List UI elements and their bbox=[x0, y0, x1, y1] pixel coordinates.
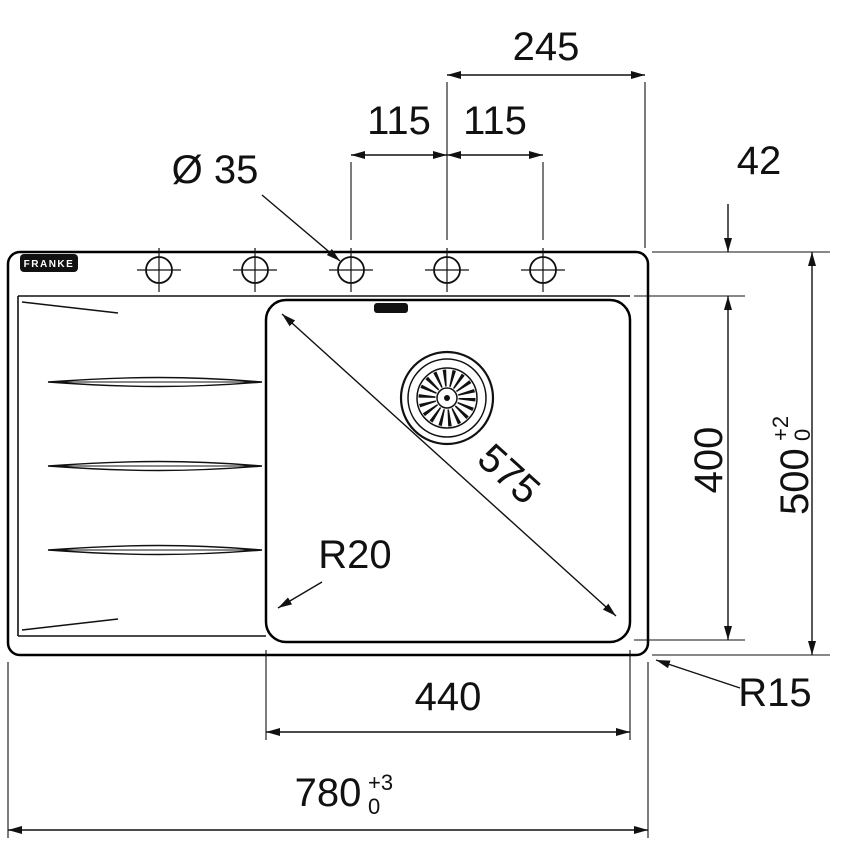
tap-hole bbox=[521, 248, 565, 292]
dim-outer-corner-radius: R15 bbox=[655, 659, 812, 715]
tap-hole bbox=[233, 248, 277, 292]
dim-label-780: 780 bbox=[295, 771, 362, 815]
leader-line bbox=[277, 581, 323, 609]
dim-label-245: 245 bbox=[513, 25, 580, 69]
tap-hole-crosshair bbox=[233, 248, 277, 292]
dim-label-440: 440 bbox=[415, 675, 482, 719]
dim-label-115-right: 115 bbox=[463, 99, 527, 143]
dim-label-575: 575 bbox=[469, 436, 548, 513]
dim-overall-width: 780 +3 0 bbox=[7, 662, 649, 838]
dim-hole-pitch: 115 115 bbox=[350, 99, 544, 240]
overflow-slot bbox=[374, 303, 408, 313]
tap-hole bbox=[137, 248, 181, 292]
franke-logo: FRANKE bbox=[20, 254, 78, 272]
dim-overall-depth: 500 +2 0 bbox=[652, 252, 830, 656]
dim-label-500-tol-lower: 0 bbox=[790, 429, 815, 441]
dim-tap-span: 245 bbox=[446, 25, 646, 248]
dim-bowl-width: 440 bbox=[265, 650, 631, 740]
tap-hole bbox=[329, 248, 373, 292]
dim-label-r20: R20 bbox=[318, 533, 391, 577]
sink-body: FRANKE bbox=[6, 248, 650, 657]
dim-label-42: 42 bbox=[737, 139, 782, 183]
tap-hole-crosshair bbox=[425, 248, 469, 292]
tap-hole-crosshair bbox=[521, 248, 565, 292]
dim-bowl-corner-radius: R20 bbox=[277, 533, 392, 609]
sink-outline bbox=[6, 250, 650, 657]
leader-line bbox=[655, 659, 741, 689]
basin-outline bbox=[264, 298, 632, 644]
franke-logo-bg bbox=[20, 254, 78, 272]
dim-label-400: 400 bbox=[687, 427, 731, 494]
tap-holes bbox=[137, 248, 565, 292]
dim-label-diameter-35: Ø 35 bbox=[172, 148, 259, 192]
dim-label-780-tol-upper: +3 bbox=[368, 770, 393, 795]
dim-rear-ledge: 42 bbox=[634, 139, 830, 297]
dim-label-r15: R15 bbox=[738, 671, 811, 715]
drain-hub-center bbox=[444, 395, 450, 401]
dim-label-500: 500 bbox=[773, 448, 817, 515]
dim-label-780-tol-lower: 0 bbox=[368, 794, 380, 819]
tap-hole-crosshair bbox=[137, 248, 181, 292]
tap-hole-crosshair bbox=[329, 248, 373, 292]
franke-logo-text: FRANKE bbox=[24, 259, 75, 270]
drain-strainer bbox=[399, 350, 495, 446]
dim-bowl-front-to-back: 400 bbox=[634, 296, 745, 641]
tap-hole bbox=[425, 248, 469, 292]
dimension-line bbox=[281, 313, 617, 617]
dim-hole-diameter: Ø 35 bbox=[172, 148, 341, 262]
dim-label-115-left: 115 bbox=[367, 99, 431, 143]
leader-line bbox=[261, 194, 341, 262]
drainer-ribs bbox=[47, 376, 263, 556]
drainer-corner-line-top bbox=[21, 301, 119, 314]
drainer-corner-line-bottom bbox=[21, 618, 119, 631]
dim-label-500-tol-upper: +2 bbox=[768, 416, 793, 441]
